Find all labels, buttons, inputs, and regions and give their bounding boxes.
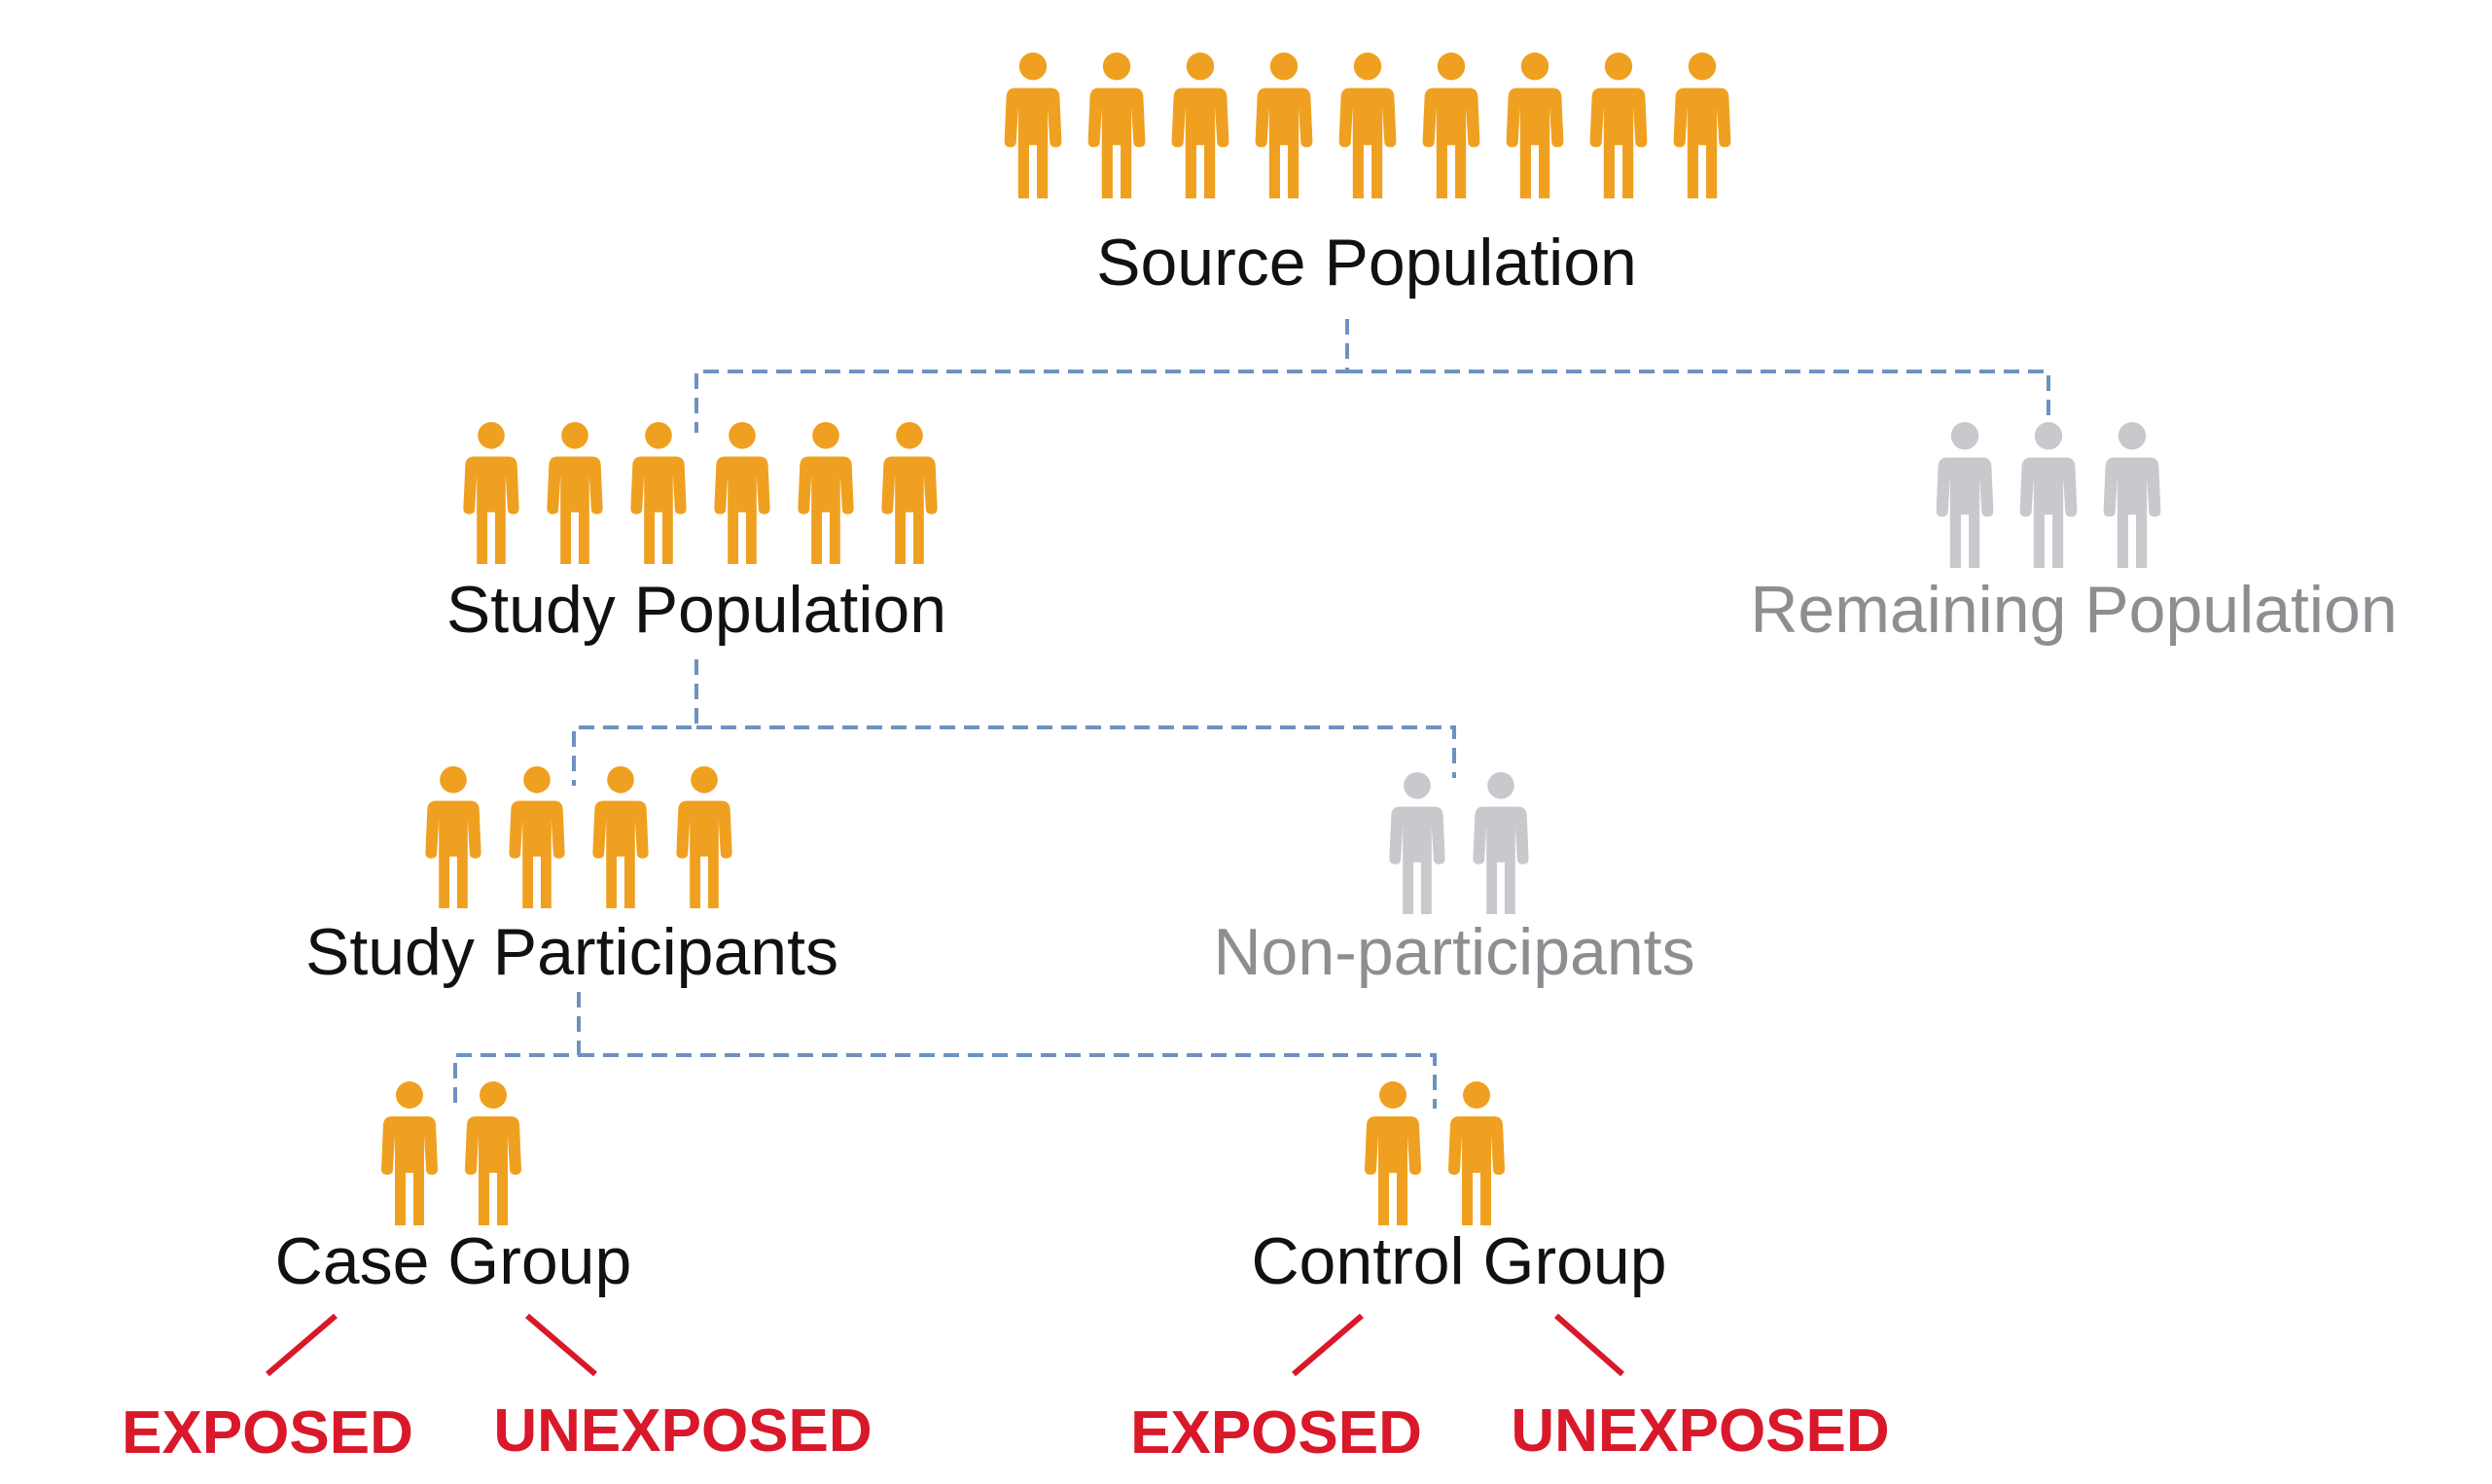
person-group-source (1004, 53, 1731, 198)
person-group-case (381, 1081, 521, 1225)
non-participants-label: Non-participants (1213, 915, 1694, 989)
person-icon (676, 765, 732, 908)
person-icon (2103, 422, 2161, 568)
person-icon (1338, 53, 1397, 198)
person-icon (592, 765, 649, 908)
person-icon (1087, 53, 1146, 198)
person-group-nonparticipants (1389, 771, 1529, 914)
person-icon (547, 421, 603, 564)
study-participants-label: Study Participants (305, 915, 838, 989)
person-icon (425, 765, 481, 908)
control-exposed-label: EXPOSED (1130, 1399, 1422, 1466)
person-icon (381, 1081, 438, 1225)
case-exposed-branch-line (266, 1313, 338, 1377)
person-group-participants (425, 765, 732, 908)
person-icon (1389, 771, 1445, 914)
person-icon (714, 421, 770, 564)
person-icon (630, 421, 687, 564)
connectors (453, 319, 2050, 1109)
connector-source-to-study (694, 319, 1349, 433)
person-icon (1936, 422, 1994, 568)
connector-source-to-remaining (1347, 370, 2050, 424)
connector-participants-to-control (579, 1053, 1437, 1109)
person-icon (1365, 1081, 1421, 1225)
control-exposed-branch-line (1292, 1313, 1364, 1377)
person-icon (1673, 53, 1731, 198)
remaining-population-label: Remaining Population (1750, 573, 2397, 647)
person-icon (881, 421, 938, 564)
exposure-branches (266, 1313, 1624, 1377)
person-icon (465, 1081, 521, 1225)
control-unexposed-branch-line (1554, 1313, 1624, 1377)
case-exposed-label: EXPOSED (122, 1399, 413, 1466)
connector-study-to-nonparticipants (696, 725, 1456, 778)
person-icon (798, 421, 854, 564)
connector-study-to-participants (572, 659, 698, 786)
control-group-label: Control Group (1251, 1224, 1666, 1298)
person-icon (1422, 53, 1480, 198)
person-icon (1255, 53, 1313, 198)
person-group-remaining (1936, 422, 2161, 568)
person-icon (1448, 1081, 1505, 1225)
case-group-label: Case Group (275, 1224, 632, 1298)
source-population-label: Source Population (1096, 226, 1637, 300)
case-unexposed-branch-line (525, 1313, 597, 1377)
case-unexposed-label: UNEXPOSED (493, 1397, 872, 1465)
person-group-study (463, 421, 938, 564)
person-icon (509, 765, 565, 908)
person-icon (2019, 422, 2078, 568)
connector-participants-to-case (453, 992, 581, 1109)
person-icon (1171, 53, 1229, 198)
person-icon (1589, 53, 1648, 198)
person-icon (1004, 53, 1062, 198)
person-icon (1473, 771, 1529, 914)
person-icon (463, 421, 519, 564)
person-icon (1506, 53, 1564, 198)
study-population-label: Study Population (446, 573, 946, 647)
control-unexposed-label: UNEXPOSED (1511, 1397, 1889, 1465)
